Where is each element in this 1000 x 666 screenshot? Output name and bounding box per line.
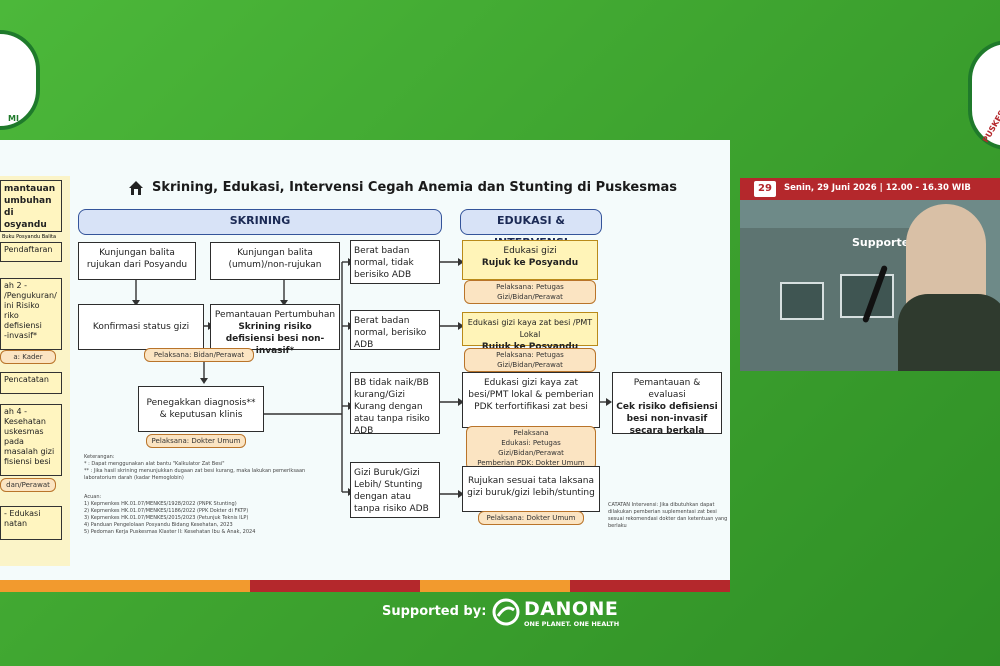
stripe-red-2: [570, 580, 730, 592]
header-edukasi: EDUKASI & INTERVENSI: [460, 209, 602, 249]
date-text: Senin, 29 Juni 2026 | 12.00 - 16.30 WIB: [784, 183, 971, 193]
right-org-logo: PUSKES: [968, 40, 1000, 150]
left-tag-kader: a: Kader: [0, 350, 56, 364]
left-subtitle: Buku Posyandu Balita: [2, 234, 57, 240]
left-box-pencatatan: Pencatatan: [0, 372, 62, 394]
left-box-title: mantauan umbuhan di osyandu: [0, 180, 62, 232]
edukasi2-line1: Edukasi gizi kaya zat besi /PMT Lokal: [467, 318, 593, 339]
acuan-note: Acuan: 1) Kepmenkes HK.01.07/MENKES/1928…: [84, 494, 256, 535]
pemantauan-line1: Pemantauan Pertumbuhan: [214, 310, 336, 320]
box-penegakkan: Penegakkan diagnosis** & keputusan klini…: [138, 386, 264, 432]
header-skrining: SKRINING: [78, 209, 442, 235]
left-org-logo: MI: [0, 30, 40, 130]
box-bb-normal-tidak: Berat badan normal, tidak berisiko ADB: [350, 240, 440, 284]
box-kunjungan-rujukan: Kunjungan balita rujukan dari Posyandu: [78, 242, 196, 280]
stripe-orange: [0, 580, 250, 592]
left-box-pendaftaran: Pendaftaran: [0, 242, 62, 262]
right-logo-text: PUSKES: [980, 108, 1000, 145]
flow-diagram: SKRINING EDUKASI & INTERVENSI: [74, 176, 730, 556]
building-window-1: [780, 282, 824, 320]
danone-logo-icon: [492, 598, 520, 626]
presentation-slide: mantauan umbuhan di osyandu Buku Posyand…: [0, 140, 730, 592]
left-box-tahap4: ah 4 - Kesehatan uskesmas pada masalah g…: [0, 404, 62, 476]
box-bb-normal-risiko: Berat badan normal, berisiko ADB: [350, 310, 440, 350]
danone-tagline: ONE PLANET. ONE HEALTH: [524, 620, 620, 628]
box-edukasi-2: Edukasi gizi kaya zat besi /PMT Lokal Ru…: [462, 312, 598, 352]
box-bb-tidak-naik: BB tidak naik/BB kurang/Gizi Kurang deng…: [350, 372, 440, 436]
box-pemantauan: Pemantauan Pertumbuhan Skrining risiko d…: [210, 304, 340, 356]
keterangan-note: Keterangan: * : Dapat menggunakan alat b…: [84, 454, 306, 481]
supported-text-overlay: Supporte: [852, 236, 910, 249]
tag-dokter-umum-1: Pelaksana: Dokter Umum: [146, 434, 246, 448]
tag-petugas-1: Pelaksana: Petugas Gizi/Bidan/Perawat: [464, 280, 596, 304]
box-gizi-buruk: Gizi Buruk/Gizi Lebih/ Stunting dengan a…: [350, 462, 440, 518]
left-box-tahap2: ah 2 - /Pengukuran/ ini Risiko riko defi…: [0, 278, 62, 350]
left-column: mantauan umbuhan di osyandu Buku Posyand…: [0, 176, 70, 566]
box-edukasi-3: Edukasi gizi kaya zat besi/PMT lokal & p…: [462, 372, 600, 428]
stripe-red: [250, 580, 420, 592]
tag-petugas-2: Pelaksana: Petugas Gizi/Bidan/Perawat: [464, 348, 596, 372]
stripe-orange-2: [420, 580, 570, 592]
date-bar: 29 Senin, 29 Juni 2026 | 12.00 - 16.30 W…: [740, 178, 1000, 200]
box-rujukan: Rujukan sesuai tata laksana gizi buruk/g…: [462, 466, 600, 512]
tag-dokter-umum-2: Pelaksana: Dokter Umum: [478, 511, 584, 525]
speaker-figure: [898, 204, 1000, 371]
speaker-video-panel: 29 Senin, 29 Juni 2026 | 12.00 - 16.30 W…: [740, 178, 1000, 371]
flow-arrows: [132, 258, 612, 498]
pemantauan-line2: Skrining risiko defisiensi besi non-inva…: [225, 322, 325, 356]
edukasi2-line2: Rujuk ke Posyandu: [481, 342, 579, 352]
slide-title: Skrining, Edukasi, Intervensi Cegah Anem…: [152, 180, 677, 195]
catatan-note: CATATAN Intervensi: Jika dibutuhkan dapa…: [608, 502, 728, 529]
tag-bidan-perawat: Pelaksana: Bidan/Perawat: [144, 348, 254, 362]
box-pemantauan-evaluasi: Pemantauan & evaluasi Cek risiko defisie…: [612, 372, 722, 436]
left-box-edukasi: - Edukasi natan: [0, 506, 62, 540]
tag-pelaksana-3: Pelaksana Edukasi: Petugas Gizi/Bidan/Pe…: [466, 426, 596, 470]
eval-line2: Cek risiko defisiensi besi non-invasif s…: [616, 402, 718, 436]
eval-line1: Pemantauan & evaluasi: [633, 378, 701, 400]
edukasi1-line2: Rujuk ke Posyandu: [481, 258, 579, 268]
box-edukasi-1: Edukasi gizi Rujuk ke Posyandu: [462, 240, 598, 280]
box-konfirmasi: Konfirmasi status gizi: [78, 304, 204, 350]
date-badge: 29: [754, 181, 776, 197]
home-icon: [128, 180, 144, 196]
left-logo-text: MI: [8, 114, 19, 123]
danone-brand: DANONE: [524, 598, 619, 620]
edukasi1-line1: Edukasi gizi: [503, 246, 557, 256]
box-kunjungan-umum: Kunjungan balita (umum)/non-rujukan: [210, 242, 340, 280]
speaker-body: [898, 294, 1000, 371]
footer-supported-by: Supported by:: [382, 604, 487, 619]
left-tag-perawat: dan/Perawat: [0, 478, 56, 492]
